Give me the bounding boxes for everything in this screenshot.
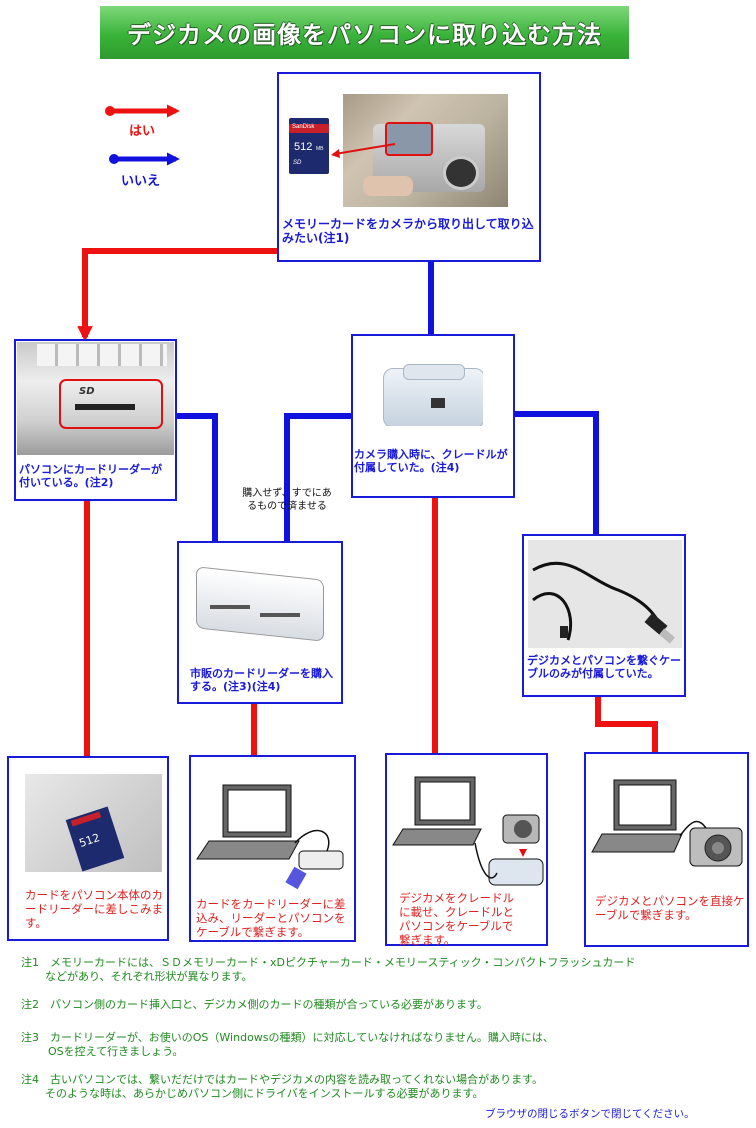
cradle-photo — [383, 354, 483, 426]
insert-card-photo: 512 — [25, 774, 162, 872]
cradle-port — [431, 398, 445, 408]
node-cradle-caption: カメラ購入時に、クレードルが付属していた。(注4) — [354, 448, 508, 474]
sd-card-brand-strip — [289, 124, 329, 133]
note-1-line-2: などがあり、それぞれ形状が異なります。 — [45, 970, 253, 983]
sd-card-image: SanDisk 512 MB SD — [289, 118, 329, 174]
card-reader-body — [196, 566, 324, 642]
cable-photo — [528, 540, 682, 648]
hand — [363, 176, 413, 196]
note-4-line-1: 注4 古いパソコンでは、繋いだだけではカードやデジカメの内容を読み取ってくれない… — [21, 1073, 544, 1086]
card-slot — [75, 404, 135, 410]
camera-photo — [343, 94, 508, 207]
card-out-arrow — [331, 143, 396, 158]
laptop-reader-illustration — [196, 784, 344, 890]
usb-cable — [532, 561, 675, 644]
cradle-slot — [403, 364, 465, 380]
node-cable-only-caption: デジカメとパソコンを繋ぐケーブルのみが付属していた。 — [527, 654, 681, 680]
result-reader-cable-caption: カードをカードリーダーに差込み、リーダーとパソコンをケーブルで繋ぎます。 — [196, 897, 346, 939]
side-label-use-existing: 購入せず、すでにあるもので済ませる — [242, 488, 332, 512]
camera-lens — [443, 156, 479, 190]
sd-card-size: 512 — [294, 141, 313, 153]
laptop-camera-illustration — [591, 779, 743, 867]
result-direct-cable-caption: デジカメとパソコンを直接ケーブルで繋ぎます。 — [595, 894, 745, 922]
node-cable-only: デジカメとパソコンを繋ぐケーブルのみが付属していた。 — [522, 534, 686, 697]
keyboard-keys — [37, 344, 167, 366]
arrow-yes-cable-to-direct — [595, 692, 663, 770]
arrow-no-pcreader-to-buy — [167, 413, 223, 557]
note-2: 注2 パソコン側のカード挿入口と、デジカメ側のカードの種類が合っている必要があり… — [21, 998, 488, 1011]
result-direct-cable: デジカメとパソコンを直接ケーブルで繋ぎます。 — [584, 752, 749, 947]
node-pc-card-reader: SD パソコンにカードリーダーが付いている。(注2) — [14, 339, 177, 501]
result-cradle-cable-caption: デジカメをクレードルに載せ、クレードルとパソコンをケーブルで繋ぎます。 — [399, 891, 514, 947]
card-slot-highlight — [385, 122, 433, 156]
note-4-line-2: そのような時は、あらかじめパソコン側にドライバをインストールする必要があります。 — [45, 1087, 484, 1100]
note-3-line-1: 注3 カードリーダーが、お使いのOS（Windowsの種類）に対応していなければ… — [21, 1031, 554, 1044]
note-3-line-2: OSを控えて行きましょう。 — [48, 1045, 184, 1058]
result-cradle-cable: デジカメをクレードルに載せ、クレードルとパソコンをケーブルで繋ぎます。 — [385, 753, 548, 947]
sd-card-logo: SD — [293, 160, 302, 166]
arrow-no-cradle-to-cable — [500, 411, 604, 556]
card-reader-slot-a — [210, 605, 250, 609]
node-buy-reader-caption: 市販のカードリーダーを購入する。(注3)(注4) — [190, 667, 333, 693]
result-insert-pc-caption: カードをパソコン本体のカードリーダーに差しこみます。 — [25, 888, 163, 930]
title-banner: デジカメの画像をパソコンに取り込む方法 — [100, 6, 629, 59]
note-1-line-1: 注1 メモリーカードには、ＳＤメモリーカード・xDピクチャーカード・メモリーステ… — [21, 956, 636, 969]
slot-highlight — [59, 379, 163, 429]
node-memory-card: SanDisk 512 MB SD メモリーカードをカメラから取り出して取り込み… — [277, 72, 541, 262]
arrow-no-buy-to-cradle — [284, 408, 371, 551]
node-memory-card-caption: メモリーカードをカメラから取り出して取り込みたい(注1) — [282, 217, 534, 245]
sd-logo: SD — [79, 386, 95, 397]
close-instruction: ブラウザの閉じるボタンで閉じてください。 — [485, 1108, 695, 1120]
sd-card-brand: SanDisk — [292, 124, 315, 130]
card-reader-photo — [194, 565, 326, 643]
result-reader-cable: カードをカードリーダーに差込み、リーダーとパソコンをケーブルで繋ぎます。 — [189, 755, 356, 942]
card-reader-slot-b — [260, 613, 300, 617]
node-buy-reader: 市販のカードリーダーを購入する。(注3)(注4) — [177, 541, 343, 704]
page-title: デジカメの画像をパソコンに取り込む方法 — [127, 21, 602, 49]
legend-no-label: いいえ — [121, 174, 161, 189]
arrow-yes-memory-to-pcreader — [77, 248, 288, 342]
node-pc-card-reader-caption: パソコンにカードリーダーが付いている。(注2) — [19, 463, 162, 489]
sd-card-unit: MB — [316, 146, 324, 152]
laptop-cradle-illustration — [392, 776, 544, 886]
result-insert-pc: 512 カードをパソコン本体のカードリーダーに差しこみます。 — [7, 756, 169, 941]
node-cradle: カメラ購入時に、クレードルが付属していた。(注4) — [351, 334, 515, 498]
pc-slot-photo: SD — [17, 342, 174, 455]
legend-yes-label: はい — [129, 124, 156, 139]
